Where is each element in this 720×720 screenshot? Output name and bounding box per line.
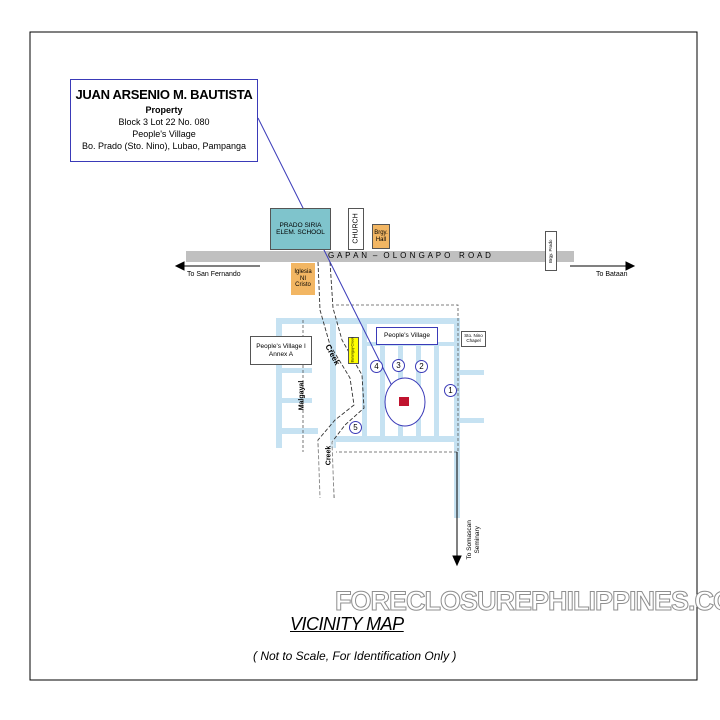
- owner-name: JUAN ARSENIO M. BAUTISTA: [75, 87, 253, 102]
- road-name: G A P A N – O L O N G A P O R O A D: [328, 251, 492, 260]
- peoples-village-sign: People's Village: [376, 327, 438, 345]
- sto-nino-chapel: Sto. Nino Chapel: [461, 331, 486, 347]
- creek-label-lower: Creek: [325, 445, 333, 466]
- creek-channel: [318, 440, 334, 498]
- owner-line-address: Bo. Prado (Sto. Nino), Lubao, Pampanga: [81, 141, 247, 151]
- prado-sign: Brgy. Prado: [545, 231, 557, 271]
- marker-4: 4: [370, 360, 383, 373]
- yellow-sign: Barangay Creek: [348, 337, 359, 364]
- iglesia-landmark: Iglesia NI Cristo: [291, 263, 315, 295]
- watermark: FORECLOSUREPHILIPPINES.COM: [335, 586, 720, 616]
- owner-line-block: Block 3 Lot 22 No. 080: [118, 117, 210, 127]
- malgayal-label: Malgayal: [298, 380, 306, 411]
- marker-2: 2: [415, 360, 428, 373]
- prado-sign-label: Brgy. Prado: [547, 239, 553, 263]
- creek: [317, 261, 365, 499]
- peoples-village-annex-sign: People's Village I Annex A: [250, 336, 312, 365]
- brgy-hall-landmark: Brgy. Hall: [372, 224, 390, 249]
- gapan-olongapo-road: [186, 251, 574, 262]
- seminary-arrow: [452, 452, 462, 567]
- church-label: CHURCH: [352, 213, 360, 244]
- owner-subtitle: Property: [145, 105, 183, 115]
- road-east-label: To Bataan: [596, 271, 628, 278]
- yellow-sign-label: Barangay Creek: [350, 337, 355, 363]
- owner-line-village: People's Village: [132, 129, 196, 139]
- marker-5: 5: [349, 421, 362, 434]
- church-landmark: CHURCH: [348, 208, 364, 250]
- property-lot: [399, 397, 409, 406]
- seminary-label: To Somascan Seminary: [466, 520, 481, 560]
- map-title: VICINITY MAP: [290, 614, 404, 634]
- marker-3: 3: [392, 359, 405, 372]
- marker-1: 1: [444, 384, 457, 397]
- school-landmark: PRADO SIRIA ELEM. SCHOOL: [270, 208, 331, 250]
- map-border: [29, 31, 698, 681]
- road-arrows: [174, 261, 636, 271]
- road-west-label: To San Fernando: [187, 271, 241, 278]
- owner-info-box: JUAN ARSENIO M. BAUTISTA Property Block …: [70, 79, 258, 162]
- map-note: ( Not to Scale, For Identification Only …: [253, 649, 457, 663]
